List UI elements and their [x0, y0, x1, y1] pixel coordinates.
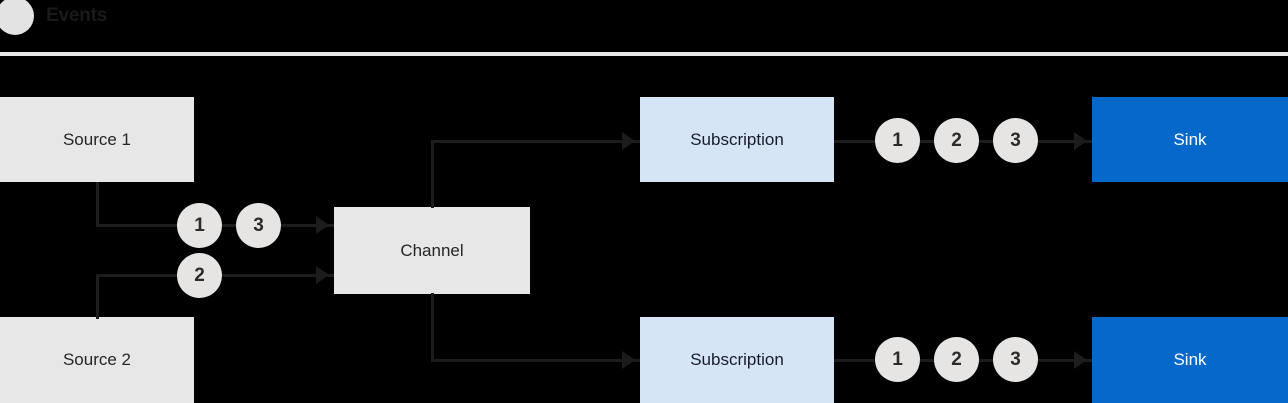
arrowhead-channel-to-subscription-bottom — [622, 351, 635, 369]
arrowhead-subscription-bottom-to-sink — [1074, 351, 1087, 369]
node-channel[interactable]: Channel — [334, 207, 530, 294]
node-sink-top-label: Sink — [1173, 129, 1207, 149]
node-subscription-top[interactable]: Subscription — [640, 97, 834, 182]
badge-source1-event-1[interactable]: 1 — [177, 203, 222, 248]
arrowhead-subscription-top-to-sink — [1074, 132, 1087, 150]
node-sink-bottom[interactable]: Sink — [1092, 317, 1288, 403]
header-divider — [0, 52, 1288, 56]
badge-sink-top-event-1[interactable]: 1 — [875, 118, 920, 163]
node-sink-bottom-label: Sink — [1173, 350, 1207, 369]
edge-channel-up-horizontal — [431, 140, 640, 143]
node-sink-top[interactable]: Sink — [1092, 97, 1288, 182]
arrowhead-source2-to-channel — [316, 266, 329, 284]
badge-sink-bottom-event-3[interactable]: 3 — [993, 337, 1038, 382]
node-channel-label: Channel — [400, 240, 464, 260]
arrowhead-source1-to-channel — [316, 216, 329, 234]
node-subscription-bottom-label: Subscription — [690, 350, 784, 369]
badge-sink-bottom-event-1[interactable]: 1 — [875, 337, 920, 382]
edge-source2-vertical — [96, 274, 99, 319]
edge-channel-down-horizontal — [431, 359, 640, 362]
node-source-2-label: Source 2 — [62, 350, 132, 369]
arrowhead-channel-to-subscription-top — [622, 132, 635, 150]
circle-icon — [0, 0, 34, 35]
node-source-1[interactable]: Source 1 — [0, 97, 194, 182]
badge-sink-top-event-3[interactable]: 3 — [993, 118, 1038, 163]
node-subscription-bottom[interactable]: Subscription — [640, 317, 834, 403]
badge-sink-top-event-2[interactable]: 2 — [934, 118, 979, 163]
edge-source1-vertical — [96, 182, 99, 227]
badge-sink-bottom-event-2[interactable]: 2 — [934, 337, 979, 382]
page-title: Events — [46, 5, 108, 26]
badge-source2-event-2[interactable]: 2 — [177, 253, 222, 298]
node-source-1-label: Source 1 — [62, 129, 132, 149]
node-subscription-top-label: Subscription — [690, 129, 784, 149]
edge-channel-down-vertical — [431, 293, 434, 361]
badge-source1-event-3[interactable]: 3 — [236, 203, 281, 248]
edge-channel-up-vertical — [431, 140, 434, 208]
node-source-2[interactable]: Source 2 — [0, 317, 194, 403]
